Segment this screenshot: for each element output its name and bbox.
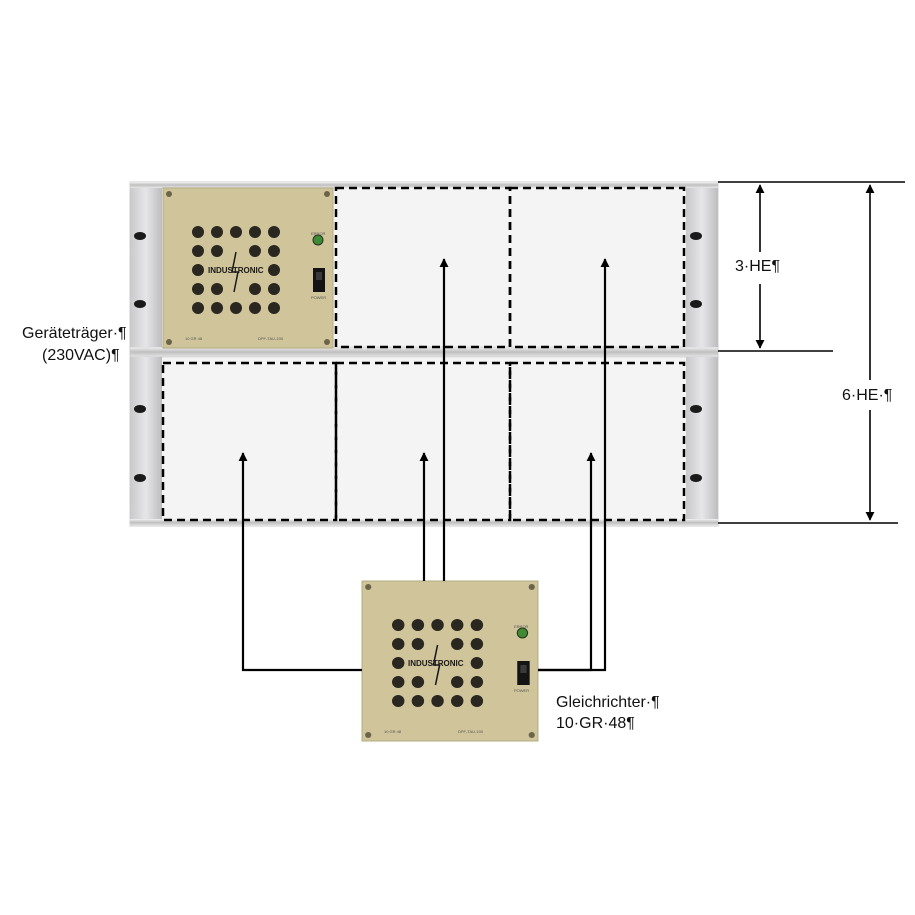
module-switch-label: POWER [514,688,529,693]
slot-bottom-1 [161,361,338,522]
label-rectifier-line2: 10·GR·48¶ [556,715,635,732]
slot-top-3 [508,186,686,349]
rack-top-bar [130,182,718,188]
module-logo: INDUSTRONIC [208,266,264,275]
label-rectifier-line1: Gleichrichter·¶ [556,694,660,711]
rail-mount-hole [690,300,702,308]
label-rack-line1: Geräteträger·¶ [22,325,127,342]
rail-mount-hole [690,405,702,413]
label-3he: 3·HE¶ [735,258,780,275]
module-logo: INDUSTRONIC [408,659,464,668]
rail-mount-hole [134,405,146,413]
module-led-label: ERROR [311,231,326,236]
arrow-to-slot-top-3 [538,258,610,672]
rail-mount-hole [690,232,702,240]
module-footer-left: 10 GR 48 [384,729,402,734]
rail-mount-hole [134,232,146,240]
label-6he: 6·HE·¶ [842,387,892,404]
module-footer-right: DPF-TAU-100 [458,729,484,734]
module-switch-label: POWER [311,295,326,300]
right-rail-bottom [686,357,718,519]
installed-rectifier-module: INDUSTRONIC ERROR POWER 10 GR 48 DPF-TAU… [162,187,334,349]
right-rail-top [686,188,718,347]
module-led-label: ERROR [514,624,529,629]
left-rail-top [130,188,162,347]
module-footer-right: DPF-TAU-100 [258,336,284,341]
arrow-to-slot-bottom-1 [238,452,362,672]
rectifier-module: INDUSTRONIC ERROR POWER 10 GR 48 DPF-TAU… [361,580,539,742]
rail-mount-hole [134,300,146,308]
slot-arrows [238,258,610,672]
slot-bottom-3 [508,361,686,522]
module-footer-left: 10 GR 48 [185,336,203,341]
rail-mount-hole [134,474,146,482]
rail-mount-hole [690,474,702,482]
label-rack-line2: (230VAC)¶ [42,347,120,364]
dimension-lines [718,181,905,524]
left-rail-bottom [130,357,162,519]
